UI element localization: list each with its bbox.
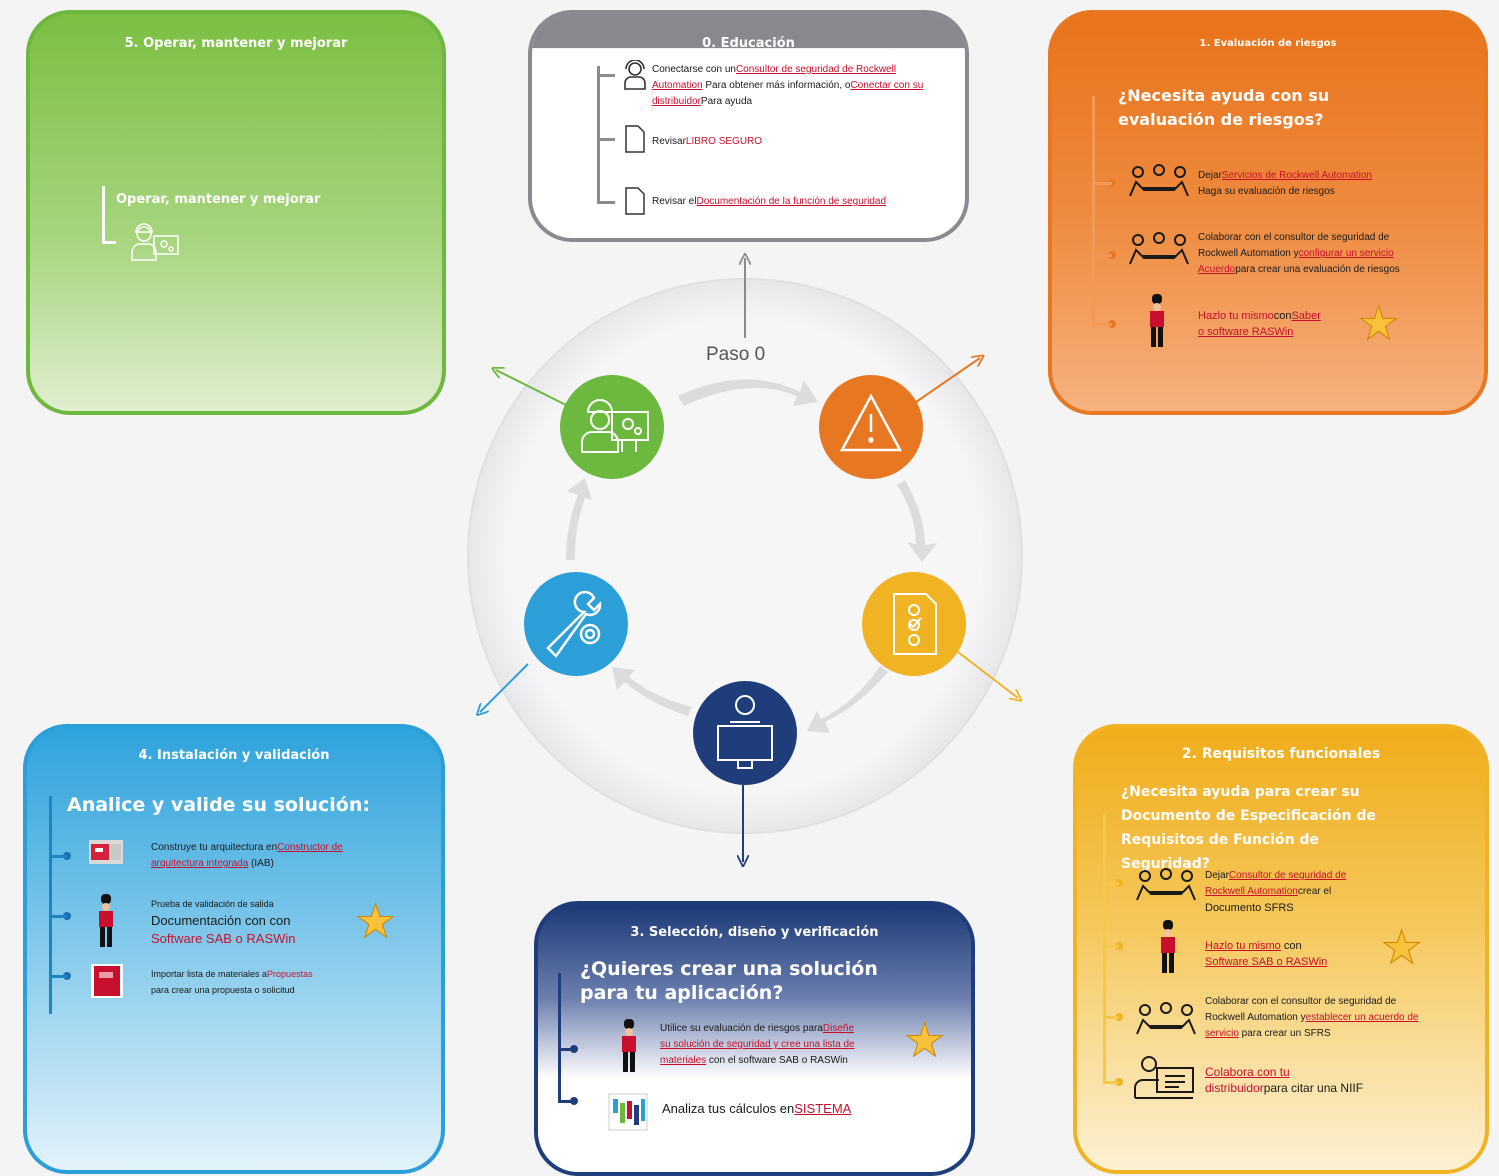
document-icon xyxy=(625,125,645,153)
step4-circle xyxy=(524,572,628,676)
proposal-book-icon xyxy=(91,964,123,998)
arrow-to-operate xyxy=(496,370,569,407)
meeting-icon xyxy=(1136,868,1196,901)
item-analyze-sistema: Analiza tus cálculos enSISTEMA xyxy=(662,1101,852,1116)
cycle-arrows xyxy=(566,379,937,733)
star-icon: ★ xyxy=(354,895,397,947)
architecture-builder-icon xyxy=(89,840,123,864)
link-service-agreement[interactable]: establecer un acuerdo de xyxy=(1305,1012,1419,1023)
warning-icon xyxy=(839,393,903,452)
guard-icon xyxy=(99,894,113,947)
step0-label: Paso 0 xyxy=(706,344,766,365)
item-connect-consultant: Conectarse con unConsultor de seguridad … xyxy=(652,64,924,107)
checklist-icon xyxy=(893,593,937,655)
link-proposals[interactable]: Propuestas xyxy=(267,969,313,979)
link-sab-raswin[interactable]: Software SAB o RASWin xyxy=(1205,956,1328,968)
item-review-book: RevisarLIBRO SEGURO xyxy=(652,136,763,147)
document-icon xyxy=(625,187,645,215)
item-design-solution: Utilice su evaluación de riesgos paraDis… xyxy=(660,1023,855,1066)
panel-heading: ¿Necesita ayuda para crear su Documento … xyxy=(1121,784,1376,872)
tree-line xyxy=(1092,96,1095,326)
meeting-icon xyxy=(1136,1002,1196,1035)
panel-heading: ¿Quieres crear una solución para tu apli… xyxy=(580,958,878,1004)
arrow-to-install xyxy=(480,663,529,712)
item-review-doc: Revisar elDocumentación de la función de… xyxy=(652,196,887,207)
link-consultant[interactable]: Consultor de seguridad de Rockwell xyxy=(735,64,897,75)
link-sistema[interactable]: SISTEMA xyxy=(794,1101,852,1116)
item-architecture: Construye tu arquitectura enConstructor … xyxy=(151,842,343,869)
meeting-icon xyxy=(1129,232,1189,265)
link-distributor[interactable]: Conectar con su xyxy=(850,80,924,91)
panel-title: 5. Operar, mantener y mejorar xyxy=(124,36,348,51)
arrow-to-risk xyxy=(915,358,980,403)
panel-selection-design: 3. Selección, diseño y verificación ¿Qui… xyxy=(534,901,975,1176)
worker-screen-icon xyxy=(131,223,179,261)
tree-line xyxy=(1103,814,1106,1084)
link-distributor[interactable]: Colabora con tu xyxy=(1205,1065,1290,1079)
panel-title: 4. Instalación y validación xyxy=(138,748,330,763)
item-service-agreement: Colaborar con el consultor de seguridad … xyxy=(1198,232,1400,275)
link-consultant[interactable]: Consultor de seguridad de xyxy=(1228,870,1347,881)
panel-title: 3. Selección, diseño y verificación xyxy=(630,925,879,940)
worker-screen-icon xyxy=(581,399,649,453)
item-service-agreement: Colaborar con el consultor de seguridad … xyxy=(1205,996,1419,1039)
star-icon: ★ xyxy=(1380,921,1423,973)
guard-icon xyxy=(622,1019,636,1072)
link-design[interactable]: Diseñe xyxy=(822,1023,855,1034)
panel-education: 0. Educación Conectarse con unConsultor … xyxy=(528,10,969,242)
computer-user-icon xyxy=(1134,1056,1194,1099)
meeting-icon xyxy=(1129,164,1189,197)
panel-heading: Analice y valide su solución: xyxy=(67,794,370,816)
sistema-icon xyxy=(608,1093,648,1131)
link-safety-doc[interactable]: Documentación de la función de seguridad xyxy=(696,196,887,207)
star-icon: ★ xyxy=(1357,297,1400,349)
wrench-icon xyxy=(546,590,602,658)
link-services[interactable]: Servicios de Rockwell Automation xyxy=(1221,170,1372,181)
computer-user-icon xyxy=(717,695,773,769)
link-diy[interactable]: Hazlo tu mismo xyxy=(1205,940,1281,952)
link-service-agreement[interactable]: configurar un servicio xyxy=(1298,248,1394,259)
panel-operate: 5. Operar, mantener y mejorar Operar, ma… xyxy=(26,10,446,415)
panel-functional-requirements: 2. Requisitos funcionales ¿Necesita ayud… xyxy=(1073,724,1489,1174)
panel-title: 2. Requisitos funcionales xyxy=(1181,746,1381,762)
item-operate: Operar, mantener y mejorar xyxy=(116,192,321,207)
consultant-icon xyxy=(624,60,646,90)
item-import-materials: Importar lista de materiales aPropuestas… xyxy=(151,969,313,995)
link-safebook[interactable]: LIBRO SEGURO xyxy=(685,136,763,147)
panel-title: 1. Evaluación de riesgos xyxy=(1199,38,1337,49)
star-icon: ★ xyxy=(903,1014,946,1066)
panel-risk-assessment: 1. Evaluación de riesgos ¿Necesita ayuda… xyxy=(1048,10,1488,415)
link-saber[interactable]: Saber xyxy=(1291,310,1321,322)
panel-installation: 4. Instalación y validación Analice y va… xyxy=(23,724,445,1174)
link-iab[interactable]: Constructor de xyxy=(277,842,343,853)
link-sab-raswin[interactable]: Software SAB o RASWin xyxy=(151,931,296,946)
tree-line xyxy=(102,186,105,242)
arrow-to-requirements xyxy=(957,651,1018,698)
tree-line xyxy=(597,66,600,204)
guard-icon xyxy=(1161,920,1175,973)
guard-icon xyxy=(1150,294,1164,347)
step2-circle xyxy=(862,572,966,676)
panel-title: 0. Educación xyxy=(702,36,795,51)
tree-line xyxy=(49,796,52,1014)
link-raswin[interactable]: o software RASWin xyxy=(1198,326,1294,338)
tree-line xyxy=(558,973,561,1103)
panel-heading: ¿Necesita ayuda con su evaluación de rie… xyxy=(1118,86,1330,129)
